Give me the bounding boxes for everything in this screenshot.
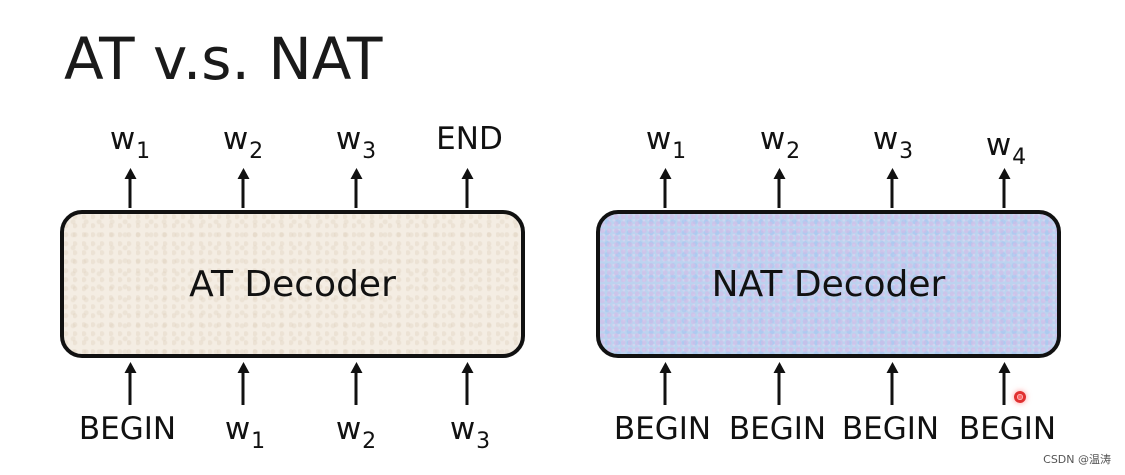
watermark: CSDN @温涛 [1043, 453, 1111, 466]
at-output-arrow [241, 176, 245, 208]
at-input-token: w1 [224, 411, 266, 454]
nat-input-arrow [777, 370, 781, 405]
at-input-token: w3 [449, 411, 491, 454]
nat-output-arrow [663, 176, 667, 208]
nat-input-token: BEGIN [728, 411, 827, 447]
nat-output-arrow [777, 176, 781, 208]
at-input-token: BEGIN [78, 411, 177, 447]
at-input-token: w2 [335, 411, 377, 454]
nat-output-token: w2 [759, 121, 801, 164]
nat-output-token: w3 [872, 121, 914, 164]
nat-output-token: w1 [645, 121, 687, 164]
nat-input-arrow [1002, 370, 1006, 405]
nat-input-token: BEGIN [958, 411, 1057, 447]
nat-decoder-label: NAT Decoder [711, 263, 946, 305]
at-decoder-box: AT Decoder [60, 210, 525, 358]
at-output-token: w1 [109, 121, 151, 164]
at-input-arrow [128, 370, 132, 405]
at-input-arrow [241, 370, 245, 405]
at-decoder-label: AT Decoder [189, 263, 396, 305]
at-output-arrow [465, 176, 469, 208]
nat-output-token: w4 [985, 127, 1027, 170]
at-input-arrow [465, 370, 469, 405]
at-input-arrow [354, 370, 358, 405]
nat-output-arrow [890, 176, 894, 208]
nat-input-arrow [663, 370, 667, 405]
at-output-token: w2 [222, 121, 264, 164]
at-output-token: w3 [335, 121, 377, 164]
nat-input-token: BEGIN [613, 411, 712, 447]
nat-input-arrow [890, 370, 894, 405]
pointer-cursor-icon [1014, 391, 1026, 403]
at-output-arrow [354, 176, 358, 208]
nat-input-token: BEGIN [841, 411, 940, 447]
nat-decoder-box: NAT Decoder [596, 210, 1061, 358]
nat-output-arrow [1002, 176, 1006, 208]
at-output-arrow [128, 176, 132, 208]
at-output-token: END [436, 121, 503, 157]
page-title: AT v.s. NAT [64, 25, 383, 93]
